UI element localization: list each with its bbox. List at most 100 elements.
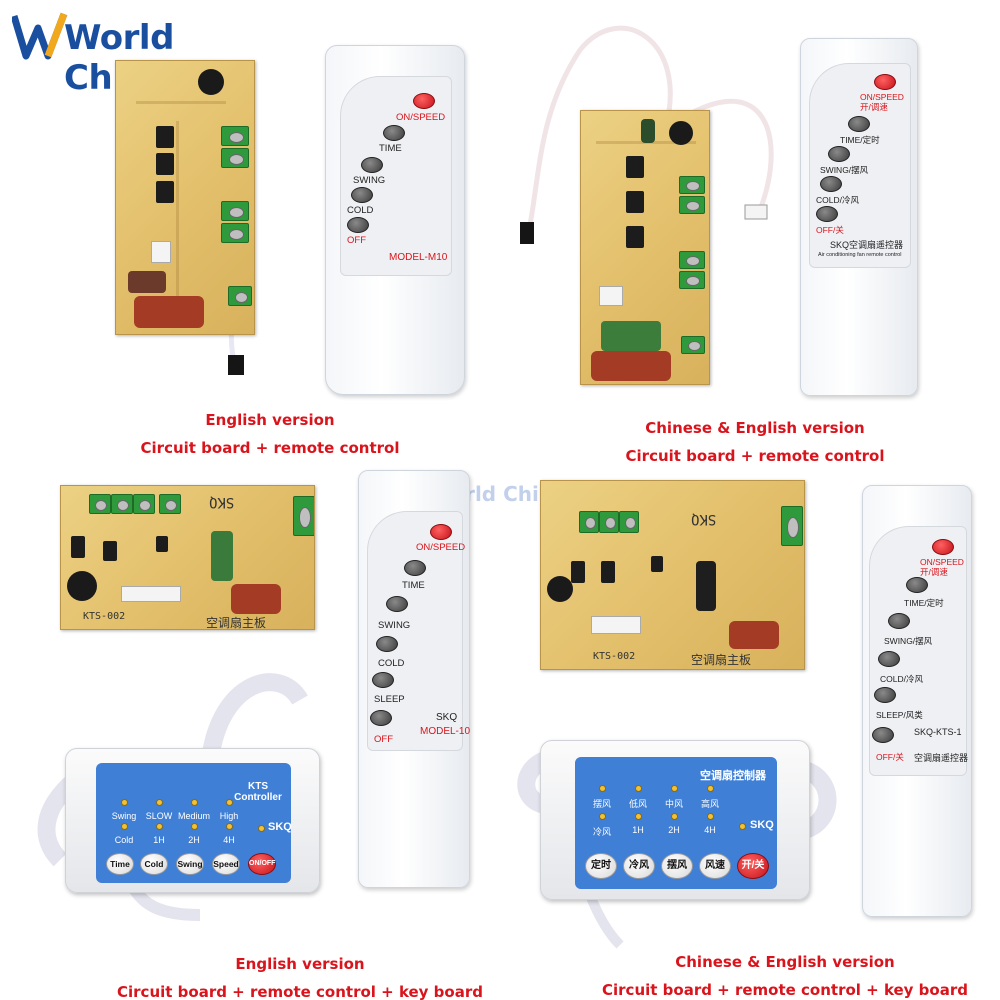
- circuit-board-1: [115, 60, 255, 335]
- led-label: 2H: [668, 825, 680, 835]
- world-chips-logo: World Chips: [12, 8, 262, 98]
- circuit-board-2: [580, 110, 710, 385]
- off-button[interactable]: [347, 217, 369, 233]
- led-indicator: [191, 823, 198, 830]
- remote-model-label: MODEL-10: [420, 726, 471, 737]
- remote-control-3: ON/SPEED TIME SWING COLD SLEEP OFF SKQ M…: [358, 470, 470, 888]
- off-button[interactable]: [872, 727, 894, 743]
- time-button[interactable]: [404, 560, 426, 576]
- time-button[interactable]: [383, 125, 405, 141]
- keyboard-title: 空调扇控制器: [700, 770, 766, 782]
- time-label: TIME: [402, 580, 425, 591]
- led-indicator: [599, 785, 606, 792]
- remote-control-2: ON/SPEED 开/调速 TIME/定时 SWING/摆风 COLD/冷风 O…: [800, 38, 918, 396]
- on-speed-button[interactable]: [413, 93, 435, 109]
- swing-button[interactable]: [828, 146, 850, 162]
- keyboard-brand: SKQ: [268, 821, 292, 833]
- led-indicator: [258, 825, 265, 832]
- cold-key[interactable]: Cold: [140, 853, 168, 875]
- on-speed-label: ON/SPEED: [396, 112, 446, 123]
- remote-control-4: ON/SPEED 开/调速 TIME/定时 SWING/摆风 COLD/冷风 S…: [862, 485, 972, 917]
- led-label: SLOW: [145, 811, 173, 821]
- led-label: High: [219, 811, 239, 821]
- board-model-label: KTS-002: [593, 651, 636, 662]
- cold-button[interactable]: [376, 636, 398, 652]
- led-label: 2H: [188, 835, 200, 845]
- swing-button[interactable]: [361, 157, 383, 173]
- cold-button[interactable]: [351, 187, 373, 203]
- on-off-key[interactable]: ON/OFF: [248, 853, 276, 875]
- cold-label: COLD/冷风: [880, 674, 923, 684]
- time-button[interactable]: [906, 577, 928, 593]
- time-key[interactable]: Time: [106, 853, 134, 875]
- swing-button[interactable]: [386, 596, 408, 612]
- speed-key[interactable]: 风速: [699, 853, 731, 879]
- time-label: TIME: [379, 143, 402, 154]
- caption-chinese-english-version-1: Chinese & English version Circuit board …: [595, 414, 915, 470]
- led-indicator: [635, 785, 642, 792]
- swing-label: SWING: [378, 620, 411, 631]
- swing-key[interactable]: Swing: [176, 853, 204, 875]
- swing-label: SWING: [353, 175, 386, 186]
- timer-key[interactable]: 定时: [585, 853, 617, 879]
- caption-line1: Chinese & English version: [675, 953, 895, 971]
- caption-line1: English version: [235, 955, 365, 973]
- board-name-label: 空调扇主板: [691, 653, 752, 667]
- led-label: 中风: [664, 799, 684, 809]
- remote-panel: ON/SPEED 开/调速 TIME/定时 SWING/摆风 COLD/冷风 O…: [809, 63, 911, 268]
- cold-button[interactable]: [820, 176, 842, 192]
- led-indicator: [707, 785, 714, 792]
- caption-line1: English version: [205, 411, 335, 429]
- remote-model-label: SKQ-KTS-1: [914, 727, 962, 737]
- time-button[interactable]: [848, 116, 870, 132]
- led-label: 1H: [632, 825, 644, 835]
- swing-button[interactable]: [888, 613, 910, 629]
- key-panel: KTS Controller Swing SLOW Medium High Co…: [96, 763, 292, 883]
- sleep-button[interactable]: [372, 672, 394, 688]
- led-label: 4H: [223, 835, 235, 845]
- caption-english-version-1: English version Circuit board + remote c…: [110, 406, 430, 462]
- swing-key[interactable]: 摆风: [661, 853, 693, 879]
- key-board-2: 空调扇控制器 摆风 低风 中风 高风 冷风 1H 2H 4H SKQ 定时 冷风…: [540, 740, 810, 900]
- board-brand-label: SKQ: [209, 494, 235, 510]
- sleep-button[interactable]: [874, 687, 896, 703]
- led-label: 冷风: [592, 827, 612, 837]
- led-label: Cold: [114, 835, 134, 845]
- circuit-board-3: KTS-002 空调扇主板 SKQ: [60, 485, 315, 630]
- led-label: 1H: [153, 835, 165, 845]
- on-speed-button[interactable]: [874, 74, 896, 90]
- time-label: TIME/定时: [840, 135, 880, 145]
- off-button[interactable]: [370, 710, 392, 726]
- on-speed-label: ON/SPEED: [416, 542, 466, 553]
- led-label: Medium: [177, 811, 211, 821]
- on-speed-button[interactable]: [932, 539, 954, 555]
- remote-panel: ON/SPEED TIME SWING COLD OFF MODEL-M10: [340, 76, 452, 276]
- speed-key[interactable]: Speed: [212, 853, 240, 875]
- off-button[interactable]: [816, 206, 838, 222]
- caption-line2: Circuit board + remote control + key boa…: [602, 981, 968, 999]
- off-label: OFF/关: [876, 752, 904, 762]
- caption-chinese-english-version-2: Chinese & English version Circuit board …: [585, 948, 985, 1000]
- cold-button[interactable]: [878, 651, 900, 667]
- board-brand-label: SKQ: [691, 511, 717, 527]
- board-name-label: 空调扇主板: [206, 616, 267, 630]
- swing-label: SWING/摆风: [884, 636, 933, 646]
- remote-control-1: ON/SPEED TIME SWING COLD OFF MODEL-M10: [325, 45, 465, 395]
- cold-label: COLD: [378, 658, 405, 669]
- led-indicator: [156, 823, 163, 830]
- key-board-1: KTS Controller Swing SLOW Medium High Co…: [65, 748, 320, 893]
- on-speed-label: ON/SPEED 开/调速: [920, 557, 964, 577]
- remote-model-label: MODEL-M10: [389, 252, 448, 263]
- caption-english-version-2: English version Circuit board + remote c…: [100, 950, 500, 1000]
- led-label: 摆风: [592, 799, 612, 809]
- on-off-key[interactable]: 开/关: [737, 853, 769, 879]
- keyboard-brand: SKQ: [750, 819, 774, 831]
- key-panel: 空调扇控制器 摆风 低风 中风 高风 冷风 1H 2H 4H SKQ 定时 冷风…: [575, 757, 777, 889]
- off-label: OFF: [347, 235, 366, 246]
- cold-key[interactable]: 冷风: [623, 853, 655, 879]
- led-label: 高风: [700, 799, 720, 809]
- caption-line1: Chinese & English version: [645, 419, 865, 437]
- on-speed-button[interactable]: [430, 524, 452, 540]
- cold-label: COLD: [347, 205, 374, 216]
- swing-label: SWING/摆风: [820, 165, 869, 175]
